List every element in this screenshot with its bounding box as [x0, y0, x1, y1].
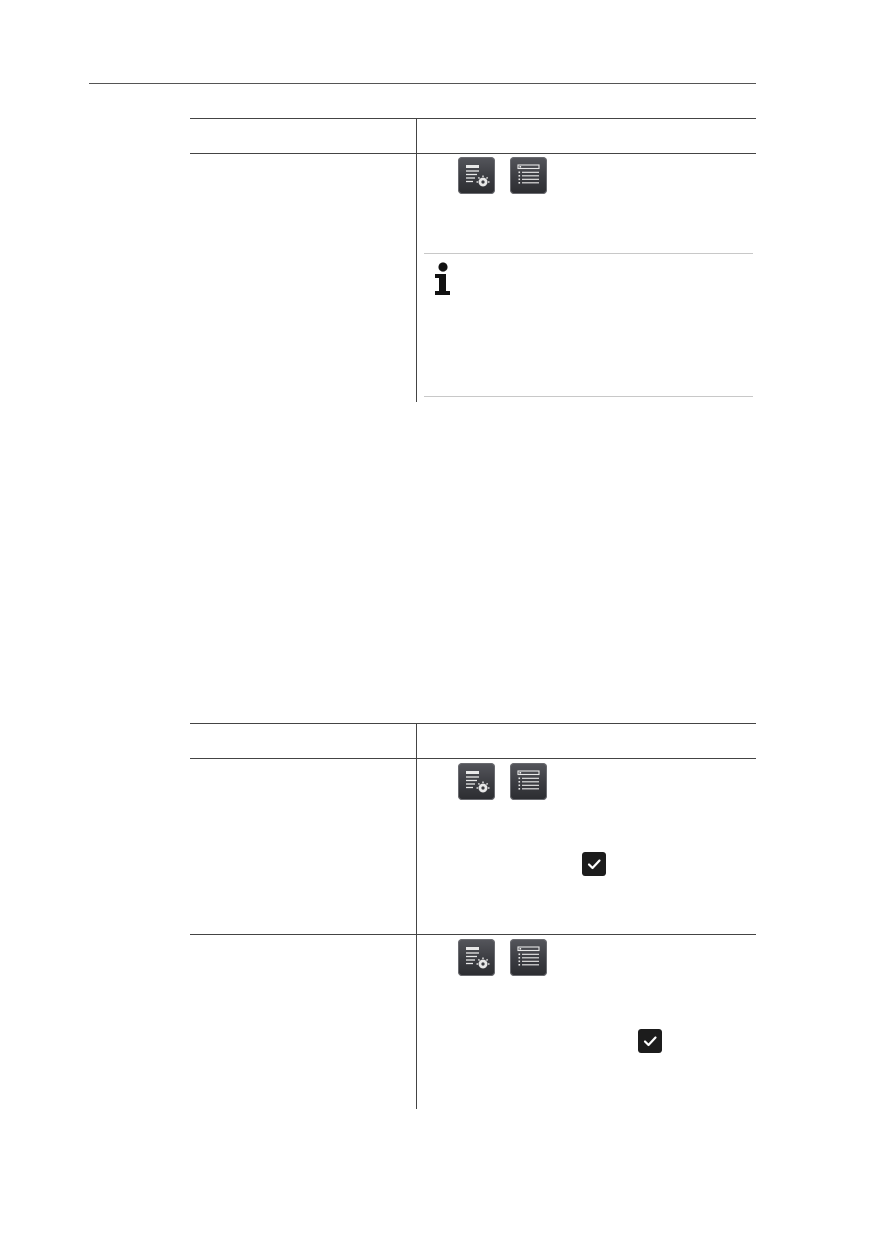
list-menu-button[interactable]: [510, 763, 547, 800]
list-menu-icon: [517, 164, 540, 184]
info-note-top-rule: [424, 253, 753, 254]
menu-settings-button[interactable]: [458, 157, 495, 194]
header-rule: [89, 83, 756, 84]
menu-settings-icon: [466, 947, 490, 969]
table-1-top-rule: [190, 118, 756, 119]
table-1-header-rule: [190, 153, 756, 154]
menu-settings-button[interactable]: [458, 763, 495, 800]
confirm-check-button[interactable]: [638, 1029, 662, 1053]
menu-settings-button[interactable]: [458, 939, 495, 976]
checkmark-icon: [643, 1036, 657, 1047]
list-menu-button[interactable]: [510, 157, 547, 194]
menu-settings-icon: [466, 771, 490, 793]
table-1-column-divider: [416, 118, 417, 402]
table-2-header-rule: [190, 758, 756, 759]
list-menu-icon: [517, 770, 540, 790]
checkmark-icon: [587, 859, 601, 870]
info-note-bottom-rule: [424, 396, 753, 397]
list-menu-icon: [517, 946, 540, 966]
list-menu-button[interactable]: [510, 939, 547, 976]
confirm-check-button[interactable]: [582, 852, 606, 876]
table-2-top-rule: [190, 723, 756, 724]
info-icon: [431, 262, 455, 296]
table-2-column-divider: [416, 723, 417, 1109]
table-2-row-rule: [190, 934, 756, 935]
menu-settings-icon: [466, 165, 490, 187]
